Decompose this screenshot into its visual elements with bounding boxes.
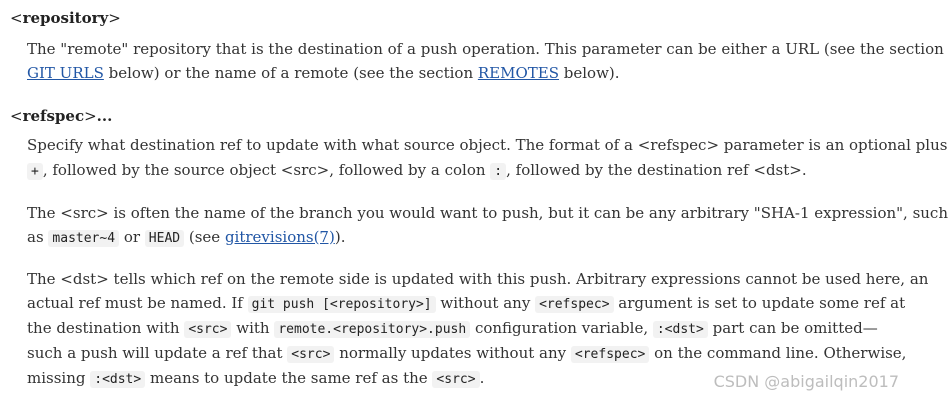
refspec-p3-line-1: The <dst> tells which ref on the remote … xyxy=(27,270,929,288)
repository-desc-text-a: below) or the name of a remote (see the … xyxy=(103,64,478,82)
refspec-p3-l5-c: . xyxy=(479,369,485,387)
refspec-p3-line-3: the destination with <src> with remote.<… xyxy=(27,317,878,341)
refspec-p3-l4-c: on the command line. Otherwise, xyxy=(649,344,907,362)
term-refspec-label: refspec xyxy=(22,107,85,125)
code-refspec-2: <refspec> xyxy=(570,346,650,363)
refspec-p1-text-b: , followed by the destination ref <dst>. xyxy=(506,161,807,179)
link-gitrevisions[interactable]: gitrevisions(7) xyxy=(224,228,335,246)
term-repository: <repository> xyxy=(10,9,121,27)
refspec-p3-line-5: missing :<dst> means to update the same … xyxy=(27,367,484,391)
repository-desc-text-b: below). xyxy=(559,64,620,82)
link-git-urls[interactable]: GIT URLS xyxy=(27,64,104,82)
refspec-p2-see: (see xyxy=(184,228,225,246)
code-master-4: master~4 xyxy=(48,230,120,247)
refspec-p1-line-2: +, followed by the source object <src>, … xyxy=(27,159,807,183)
refspec-p1-line-1: Specify what destination ref to update w… xyxy=(27,136,948,154)
code-src-2: <src> xyxy=(287,346,335,363)
refspec-p3-l3-d: part can be omitted— xyxy=(707,319,878,337)
refspec-p3-l4-b: normally updates without any xyxy=(334,344,571,362)
refspec-p3-l3-b: with xyxy=(231,319,275,337)
link-remotes[interactable]: REMOTES xyxy=(477,64,560,82)
code-refspec: <refspec> xyxy=(535,296,614,313)
term-refspec: <refspec>... xyxy=(10,107,113,125)
code-remote-push: remote.<repository>.push xyxy=(274,321,471,338)
refspec-p2-line-1: The <src> is often the name of the branc… xyxy=(27,204,948,222)
code-colon: : xyxy=(490,163,507,180)
refspec-p3-l5-a: missing xyxy=(27,369,91,387)
refspec-p3-line-4: such a push will update a ref that <src>… xyxy=(27,342,906,366)
refspec-p3-line-2: actual ref must be named. If git push [<… xyxy=(27,292,905,316)
code-plus: + xyxy=(27,163,43,180)
refspec-p2-end: ). xyxy=(334,228,346,246)
refspec-p3-l3-a: the destination with xyxy=(27,319,185,337)
refspec-p3-l2-a: actual ref must be named. If xyxy=(27,294,248,312)
code-src-3: <src> xyxy=(432,371,480,388)
refspec-p3-l2-b: without any xyxy=(435,294,536,312)
refspec-p3-l4-a: such a push will update a ref that xyxy=(27,344,288,362)
refspec-p3-l3-c: configuration variable, xyxy=(470,319,653,337)
repository-desc-line-1: The "remote" repository that is the dest… xyxy=(27,40,944,58)
repository-desc-line-2: GIT URLS below) or the name of a remote … xyxy=(27,62,620,84)
refspec-p3-l2-c: argument is set to update some ref at xyxy=(613,294,906,312)
refspec-p2-line-2: as master~4 or HEAD (see gitrevisions(7)… xyxy=(27,226,345,250)
code-src: <src> xyxy=(184,321,232,338)
code-dst-2: :<dst> xyxy=(90,371,146,388)
term-repository-label: repository xyxy=(22,9,109,27)
term-refspec-suffix: ... xyxy=(96,107,113,125)
refspec-p2-or: or xyxy=(119,228,145,246)
refspec-p3-l5-b: means to update the same ref as the xyxy=(145,369,433,387)
git-push-doc-section: <repository> The "remote" repository tha… xyxy=(10,9,948,391)
csdn-watermark: CSDN @abigailqin2017 xyxy=(713,372,899,391)
code-head: HEAD xyxy=(144,230,185,247)
code-dst: :<dst> xyxy=(652,321,708,338)
code-git-push: git push [<repository>] xyxy=(247,296,436,313)
refspec-p2-as: as xyxy=(27,228,49,246)
refspec-p1-text-a: , followed by the source object <src>, f… xyxy=(42,161,491,179)
